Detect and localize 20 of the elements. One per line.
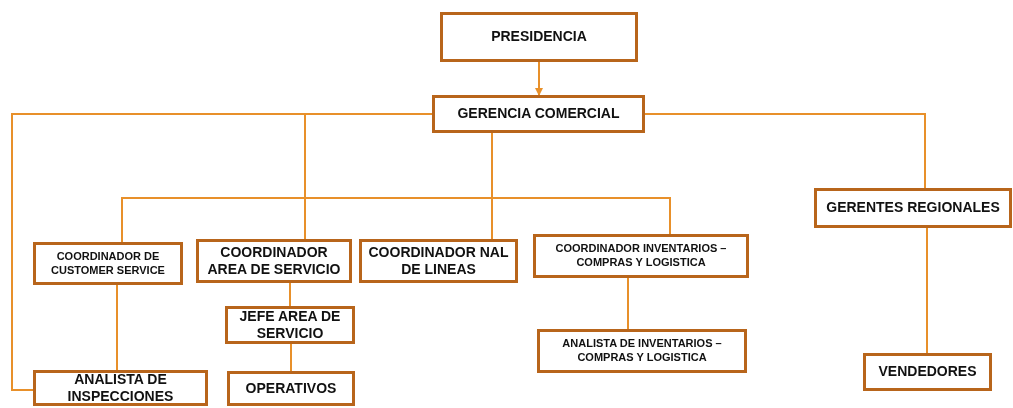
org-box: COORDINADOR DE CUSTOMER SERVICE xyxy=(33,242,183,285)
connector-line xyxy=(627,277,629,330)
connector-line xyxy=(289,282,291,307)
connector-line xyxy=(644,113,926,189)
org-box: JEFE AREA DE SERVICIO xyxy=(225,306,355,344)
connector-line xyxy=(491,132,671,235)
org-box: COORDINADOR INVENTARIOS – COMPRAS Y LOGISTICA xyxy=(533,234,749,278)
connector-line xyxy=(116,284,118,371)
org-box: VENDEDORES xyxy=(863,353,992,391)
org-box: ANALISTA DE INSPECCIONES xyxy=(33,370,208,406)
org-box: COORDINADOR AREA DE SERVICIO xyxy=(196,239,352,283)
org-box: COORDINADOR NAL DE LINEAS xyxy=(359,239,518,283)
connector-line xyxy=(926,227,928,354)
org-box: OPERATIVOS xyxy=(227,371,355,406)
org-box: GERENTES REGIONALES xyxy=(814,188,1012,228)
connector-line xyxy=(290,343,292,372)
org-box: ANALISTA DE INVENTARIOS – COMPRAS Y LOGISTICA xyxy=(537,329,747,373)
org-box: PRESIDENCIA xyxy=(440,12,638,62)
org-box: GERENCIA COMERCIAL xyxy=(432,95,645,133)
arrow xyxy=(535,61,543,96)
